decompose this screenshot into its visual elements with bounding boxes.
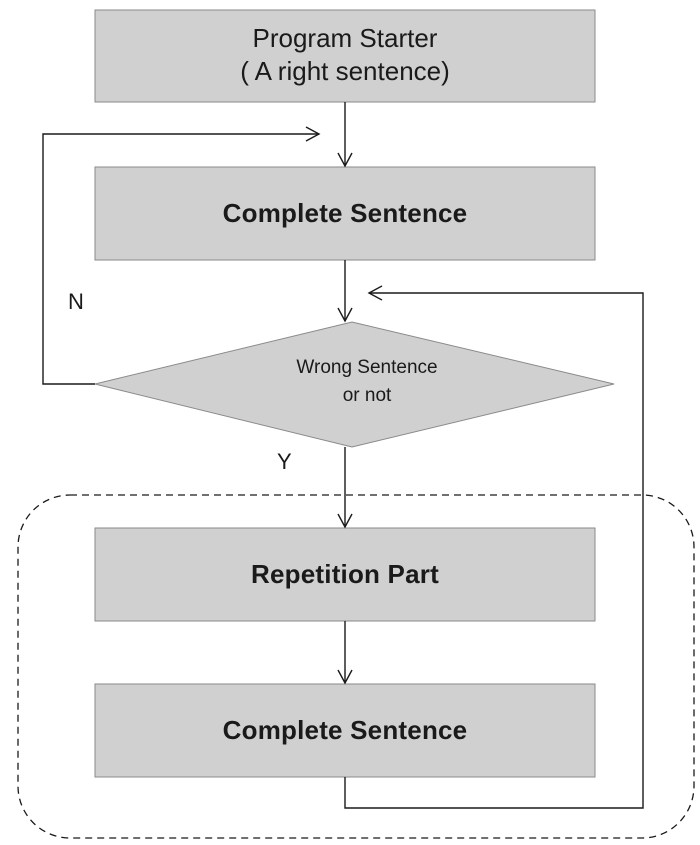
program-starter-box xyxy=(94,9,596,103)
arrow-return-loop xyxy=(344,285,644,809)
complete-sentence-box-top xyxy=(94,166,596,261)
decision-label: Wrong Sentence or not xyxy=(217,354,517,410)
repetition-part-label: Repetition Part xyxy=(251,559,439,589)
no-branch-label: N xyxy=(68,289,84,314)
repetition-part-box xyxy=(94,527,596,622)
decision-line2: or not xyxy=(342,385,392,406)
decision-diamond xyxy=(94,321,615,448)
complete-sentence-box-bottom xyxy=(94,683,596,778)
complete-sentence-label-bottom: Complete Sentence xyxy=(222,715,468,745)
program-starter-line1: Program Starter xyxy=(252,23,438,53)
program-starter-label: Program Starter ( A right sentence) xyxy=(95,22,595,88)
yes-branch-label: Y xyxy=(277,449,292,474)
decision-line1: Wrong Sentence xyxy=(296,357,438,378)
repetition-region-border xyxy=(17,494,695,839)
program-starter-line2: ( A right sentence) xyxy=(240,56,450,86)
complete-sentence-label-top: Complete Sentence xyxy=(222,198,468,228)
arrow-no-loop-back xyxy=(42,126,321,385)
